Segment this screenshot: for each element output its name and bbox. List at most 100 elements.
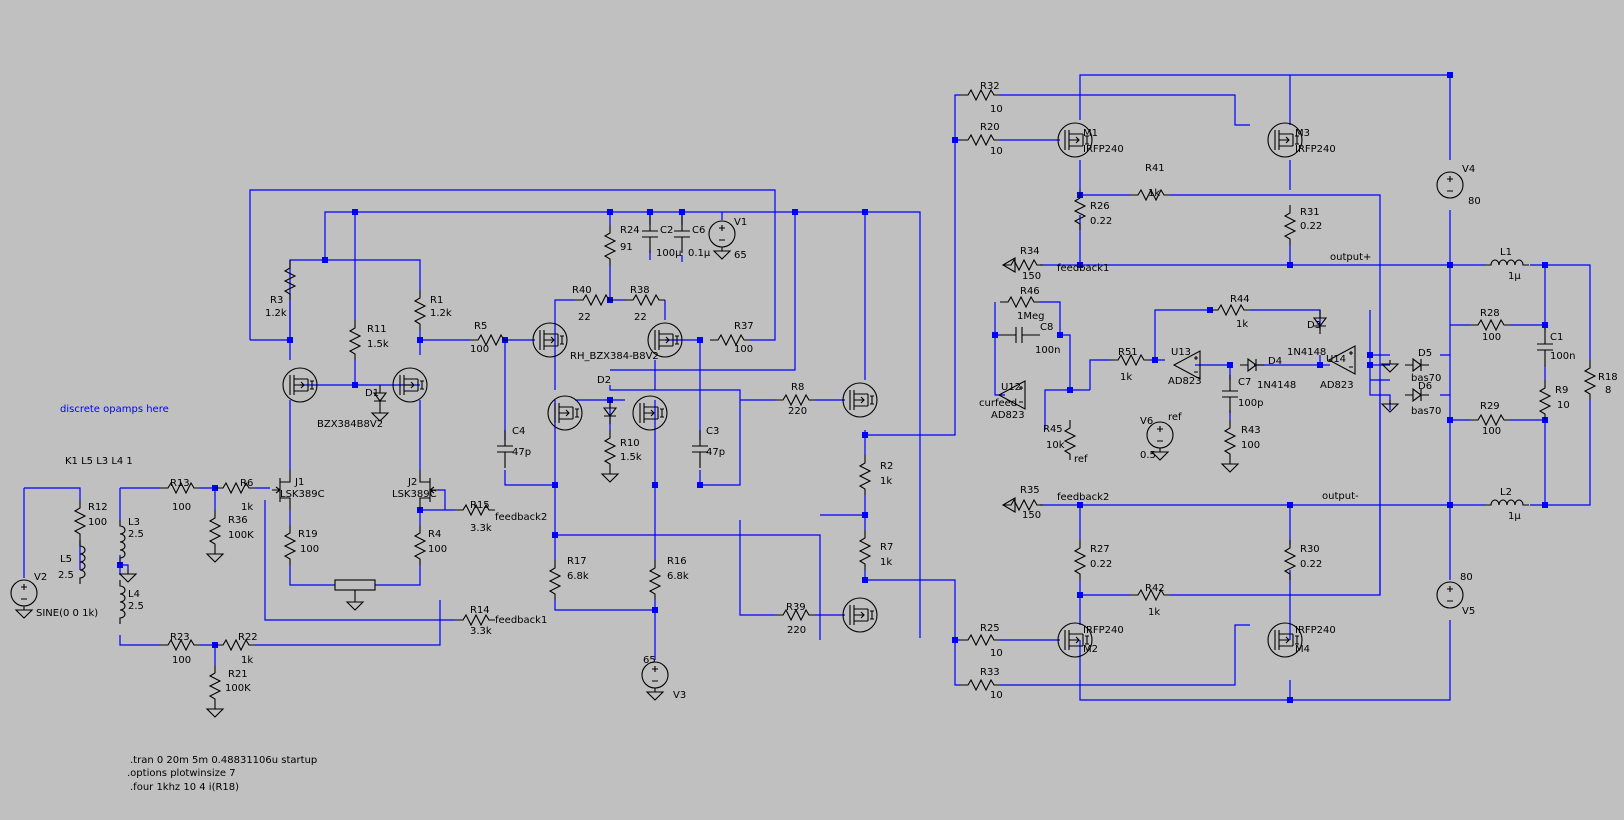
value: IRFP240 [1083, 625, 1124, 636]
r17-resistor [549, 559, 561, 601]
value: 10 [990, 104, 1003, 115]
value: 0.1µ [688, 248, 711, 259]
net-label: feedback2 [1057, 492, 1109, 503]
value: 65 [643, 655, 656, 666]
label: R30 [1300, 544, 1320, 555]
gnd-r10-icon [601, 469, 619, 483]
gnd-d5-icon [1381, 359, 1399, 373]
net-label: curfeed [979, 398, 1017, 409]
net-label: output+ [1330, 252, 1371, 263]
value: 100n [1035, 345, 1060, 356]
value: 0.22 [1090, 216, 1112, 227]
r30-resistor [1284, 539, 1296, 581]
label: L1 [1500, 247, 1512, 258]
label: R2 [880, 461, 893, 472]
v2-source [10, 579, 38, 607]
label: R16 [667, 556, 687, 567]
value: bas70 [1411, 406, 1441, 417]
value: 150 [1022, 510, 1041, 521]
value: 91 [620, 242, 633, 253]
gnd-r43-icon [1221, 459, 1239, 473]
value: 100n [1550, 351, 1575, 362]
directive-tran: .tran 0 20m 5m 0.48831106u startup [130, 755, 317, 766]
value: 1.2k [430, 308, 452, 319]
r33-resistor [959, 679, 1001, 691]
r8-resistor [774, 394, 816, 406]
gnd-r21-icon [206, 704, 224, 718]
label: C1 [1550, 332, 1563, 343]
label: R5 [474, 321, 487, 332]
r14-resistor [454, 614, 496, 626]
label: R25 [980, 623, 1000, 634]
value: 0.22 [1300, 559, 1322, 570]
label: M2 [1083, 644, 1098, 655]
label: R44 [1230, 294, 1250, 305]
r19-resistor [284, 524, 296, 566]
value: 3.3k [470, 626, 492, 637]
r21-resistor [209, 664, 221, 706]
net-label: feedback2 [495, 512, 547, 523]
value: AD823 [991, 410, 1025, 421]
net-label: feedback1 [1057, 263, 1109, 274]
value: 100 [428, 544, 447, 555]
gnd-l-icon [119, 569, 137, 583]
label: R33 [980, 667, 1000, 678]
label: M3 [1295, 128, 1310, 139]
value: 220 [788, 406, 807, 417]
value: 1k [241, 655, 253, 666]
value: 3.3k [470, 523, 492, 534]
label: D6 [1418, 381, 1432, 392]
label: V2 [34, 572, 47, 583]
value: 0.5 [1140, 450, 1156, 461]
value: 1Meg [1017, 311, 1045, 322]
label: R20 [980, 122, 1000, 133]
label: M1 [1083, 128, 1098, 139]
label: R37 [734, 321, 754, 332]
value: 100p [1238, 398, 1263, 409]
value: 150 [1022, 271, 1041, 282]
label: V3 [673, 690, 686, 701]
value: 1k [1148, 188, 1160, 199]
value: 1k [880, 557, 892, 568]
value: 100 [172, 502, 191, 513]
label: R8 [791, 382, 804, 393]
label: C6 [692, 225, 705, 236]
value: 0.22 [1090, 559, 1112, 570]
value: 1k [1236, 319, 1248, 330]
r11-resistor [349, 319, 361, 361]
l5-inductor [79, 539, 86, 585]
r44-resistor [1209, 304, 1251, 316]
value: 47p [512, 447, 531, 458]
label: R39 [786, 602, 806, 613]
value: 100 [1482, 426, 1501, 437]
label: R27 [1090, 544, 1110, 555]
net-label: output- [1322, 491, 1359, 502]
label: R18 [1598, 372, 1618, 383]
label: R23 [170, 632, 190, 643]
label: R6 [240, 478, 253, 489]
r2-resistor [859, 454, 871, 496]
value: LSK389C [392, 489, 437, 500]
value: 2.5 [58, 570, 74, 581]
label: R12 [88, 502, 108, 513]
directive-options: .options plotwinsize 7 [127, 768, 236, 779]
value: 10 [990, 690, 1003, 701]
value: 1.5k [367, 339, 389, 350]
label: D5 [1418, 348, 1432, 359]
value: 80 [1468, 196, 1481, 207]
r36-resistor [209, 509, 221, 551]
label: R46 [1020, 286, 1040, 297]
r46-resistor [999, 296, 1041, 308]
label: U12 [1001, 382, 1021, 393]
label: U13 [1171, 347, 1191, 358]
value: 100 [734, 344, 753, 355]
value: 22 [578, 312, 591, 323]
value: 0.22 [1300, 221, 1322, 232]
value: 100µ [656, 248, 682, 259]
r4-resistor [414, 524, 426, 566]
value: 65 [734, 250, 747, 261]
label: D2 [597, 375, 611, 386]
r18-resistor [1584, 359, 1596, 401]
value: IRFP240 [1083, 144, 1124, 155]
label: R26 [1090, 201, 1110, 212]
